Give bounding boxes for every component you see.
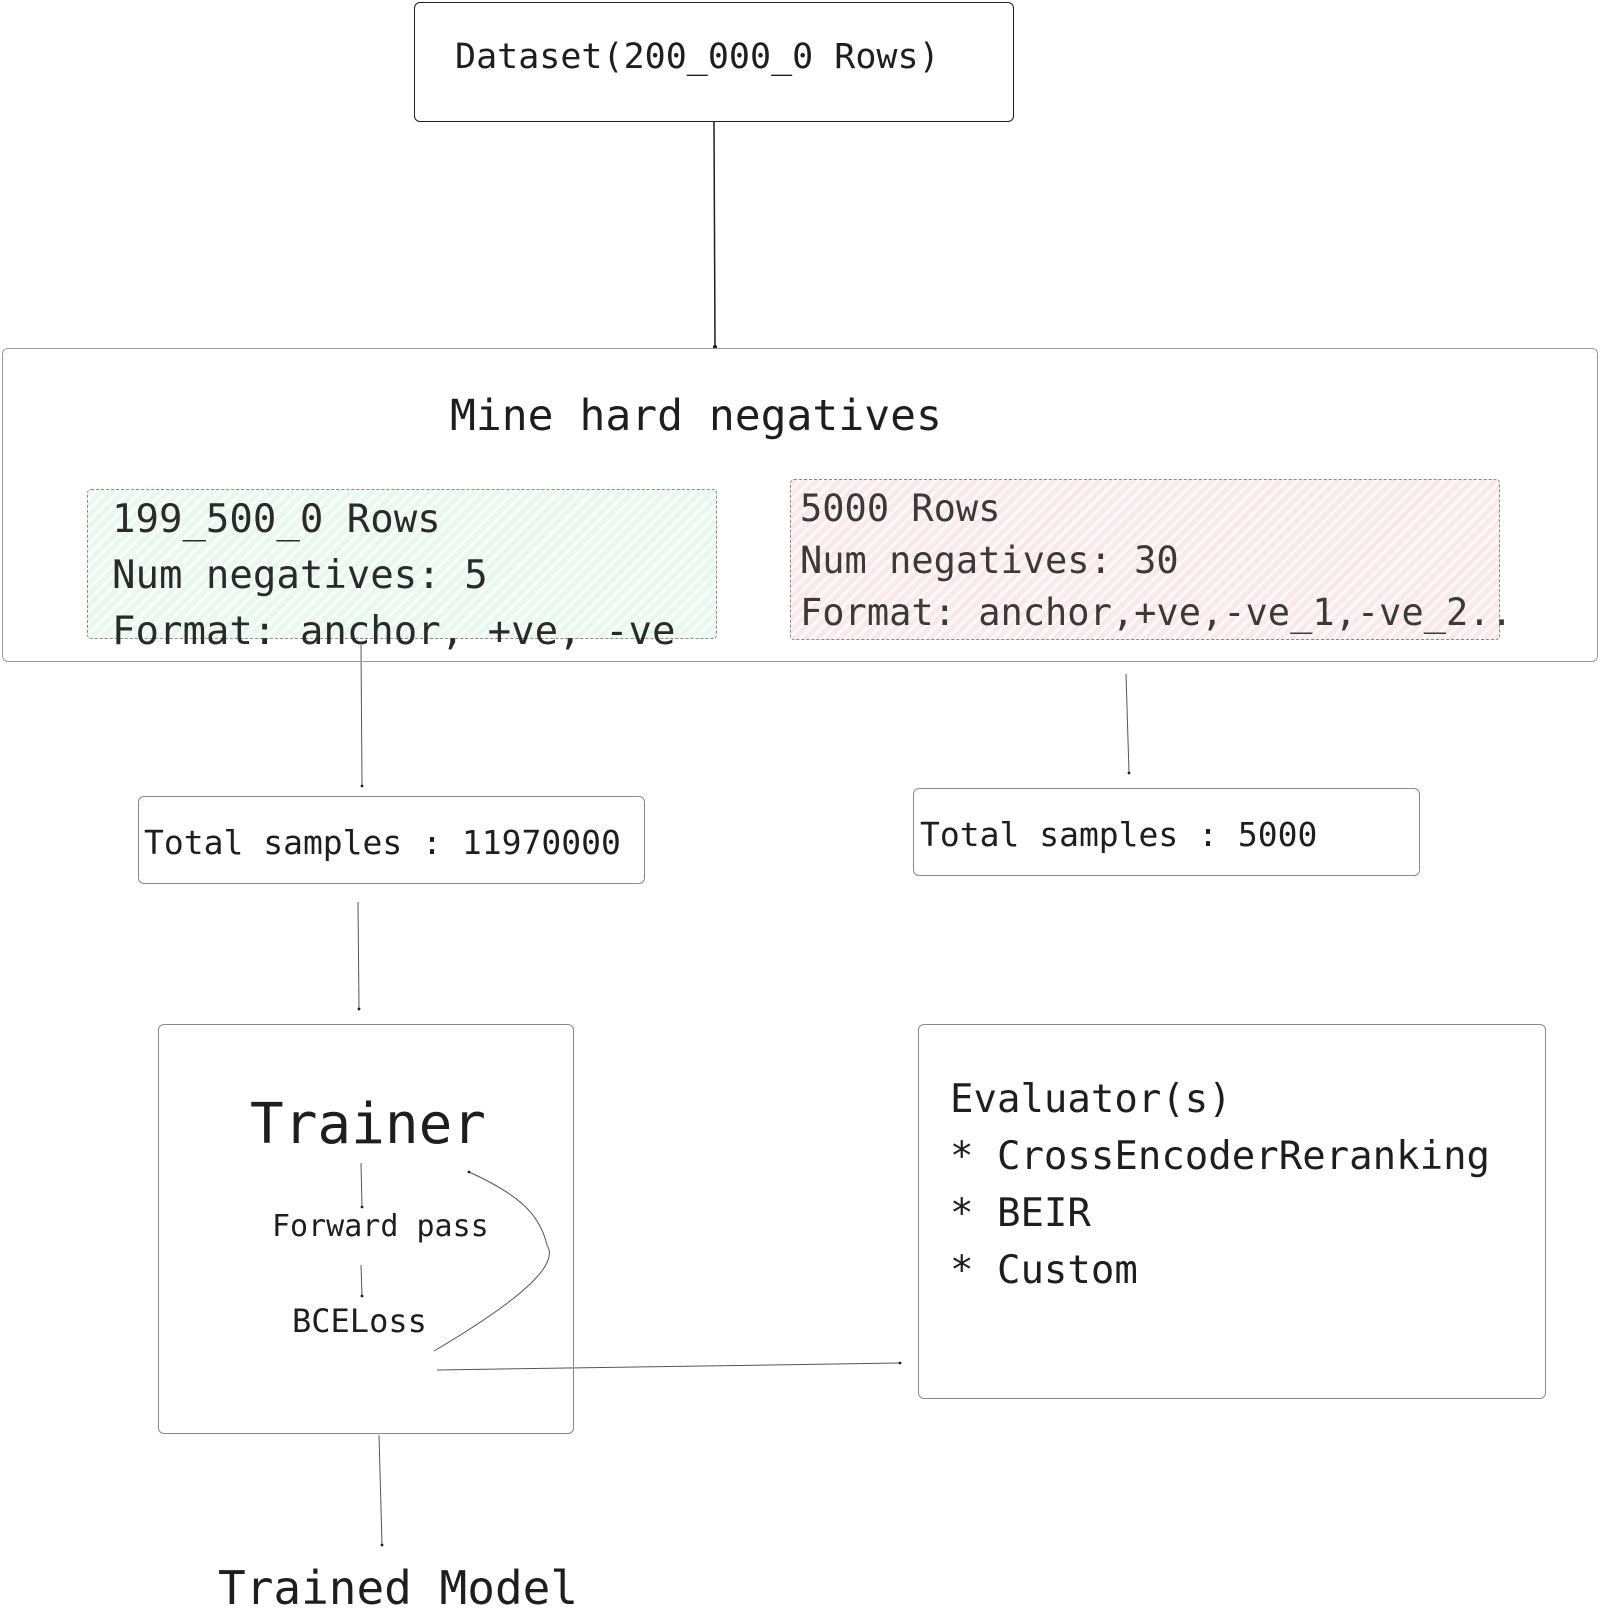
arrow-eval-split-to-total — [1125, 673, 1131, 775]
arrow-train-split-to-total — [360, 644, 364, 788]
train-split-rows: 199_500_0 Rows — [112, 497, 441, 542]
bce-loss-step: BCELoss — [292, 1302, 427, 1340]
trained-model-label: Trained Model — [218, 1561, 579, 1615]
arrow-trainer-to-model — [378, 1434, 384, 1547]
train-split-format: Format: anchor, +ve, -ve — [112, 609, 676, 654]
dataset-label: Dataset(200_000_0 Rows) — [455, 37, 940, 77]
eval-split-num-negatives: Num negatives: 30 — [800, 539, 1179, 582]
evaluator-item-beir: * BEIR — [950, 1191, 1091, 1236]
evaluator-text: Evaluator(s) * CrossEncoderReranking * B… — [950, 1077, 1490, 1293]
arrow-total-to-trainer — [357, 901, 361, 1011]
train-split-num-negatives: Num negatives: 5 — [112, 553, 488, 598]
train-total-label: Total samples : 11970000 — [144, 823, 621, 862]
dataset-node — [414, 2, 1014, 122]
train-total-node — [138, 796, 645, 884]
arrow-loss-loop-back — [433, 1170, 550, 1352]
eval-split-rows: 5000 Rows — [800, 487, 1001, 530]
evaluator-title: Evaluator(s) — [950, 1077, 1232, 1122]
evaluator-item-custom: * Custom — [950, 1248, 1138, 1293]
trainer-title: Trainer — [250, 1092, 487, 1157]
train-split-text: 199_500_0 Rows Num negatives: 5 Format: … — [112, 497, 676, 654]
eval-split-box — [790, 479, 1500, 640]
eval-split-text: 5000 Rows Num negatives: 30 Format: anch… — [800, 487, 1513, 634]
trainer-node — [158, 1024, 574, 1434]
mine-hard-negatives-node — [2, 348, 1598, 662]
arrow-trainer-to-evaluator — [436, 1361, 902, 1371]
eval-total-node — [913, 788, 1420, 876]
mine-hard-negatives-title: Mine hard negatives — [450, 391, 942, 441]
evaluator-node — [918, 1024, 1546, 1399]
evaluator-item-crossencoder: * CrossEncoderReranking — [950, 1134, 1491, 1179]
eval-split-format: Format: anchor,+ve,-ve_1,-ve_2.. — [800, 591, 1513, 634]
arrow-dataset-to-mine — [712, 121, 718, 350]
train-split-box — [87, 489, 717, 639]
eval-total-label: Total samples : 5000 — [920, 815, 1318, 854]
arrow-trainer-to-forward — [360, 1162, 364, 1209]
forward-pass-step: Forward pass — [272, 1209, 489, 1244]
arrow-forward-to-loss — [360, 1264, 364, 1298]
